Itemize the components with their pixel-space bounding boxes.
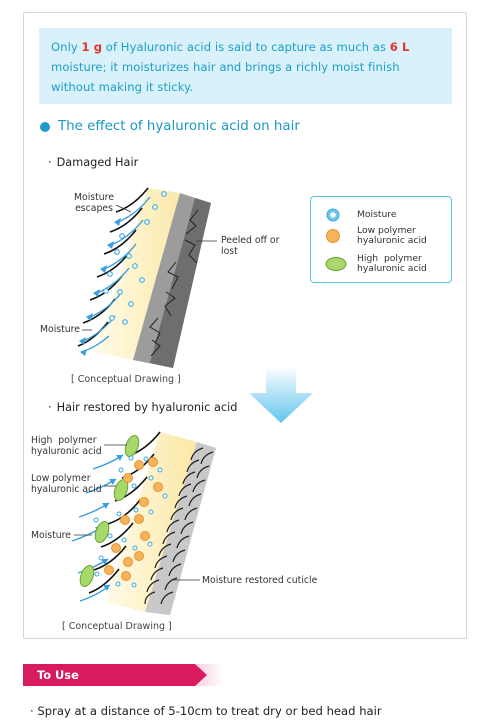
legend-item-moisture: Moisture (325, 207, 397, 223)
intro-text-1: Only (51, 40, 82, 54)
restored-hair-heading: ·Hair restored by hyaluronic acid (48, 401, 238, 414)
caption-restored: [ Conceptual Drawing ] (62, 621, 172, 632)
legend-box: Moisture Low polymer hyaluronic acid Hig… (310, 196, 452, 283)
section-title: The effect of hyaluronic acid on hair (58, 119, 300, 134)
label-moisture-restored-cuticle: Moisture restored cuticle (202, 575, 318, 586)
to-use-tag: To Use (23, 664, 223, 686)
label-low-polymer: Low polymer hyaluronic acid (31, 473, 102, 495)
legend-item-high-polymer: High polymer hyaluronic acid (325, 254, 427, 274)
label-moisture-escapes: Moisture escapes (74, 192, 115, 214)
to-use-tag-shape (23, 664, 223, 686)
low-polymer-icon (326, 229, 340, 243)
intro-highlight-6l: 6 L (389, 40, 410, 54)
label-high-polymer: High polymer hyaluronic acid (31, 435, 102, 457)
usage-instruction: · Spray at a distance of 5-10cm to treat… (30, 704, 382, 718)
intro-text-2: of Hyaluronic acid is said to capture as… (102, 40, 390, 54)
moisture-drop-icon (326, 208, 340, 222)
legend-item-low-polymer: Low polymer hyaluronic acid (325, 226, 427, 246)
high-polymer-icon (325, 257, 347, 271)
caption-damaged: [ Conceptual Drawing ] (71, 374, 181, 385)
section-heading: The effect of hyaluronic acid on hair (40, 119, 300, 134)
label-moisture-damaged: Moisture (40, 324, 81, 335)
content-card (23, 12, 467, 639)
label-moisture-restored: Moisture (31, 530, 72, 541)
intro-highlight-1g: 1 g (81, 40, 103, 54)
label-peeled-off: Peeled off or lost (221, 235, 280, 257)
damaged-hair-heading: ·Damaged Hair (48, 156, 139, 169)
to-use-label: To Use (37, 668, 79, 682)
intro-text-3: moisture; it moisturizes hair and brings… (51, 60, 400, 94)
intro-box: Only 1 g of Hyaluronic acid is said to c… (39, 28, 452, 104)
bullet-dot-icon (40, 121, 50, 132)
